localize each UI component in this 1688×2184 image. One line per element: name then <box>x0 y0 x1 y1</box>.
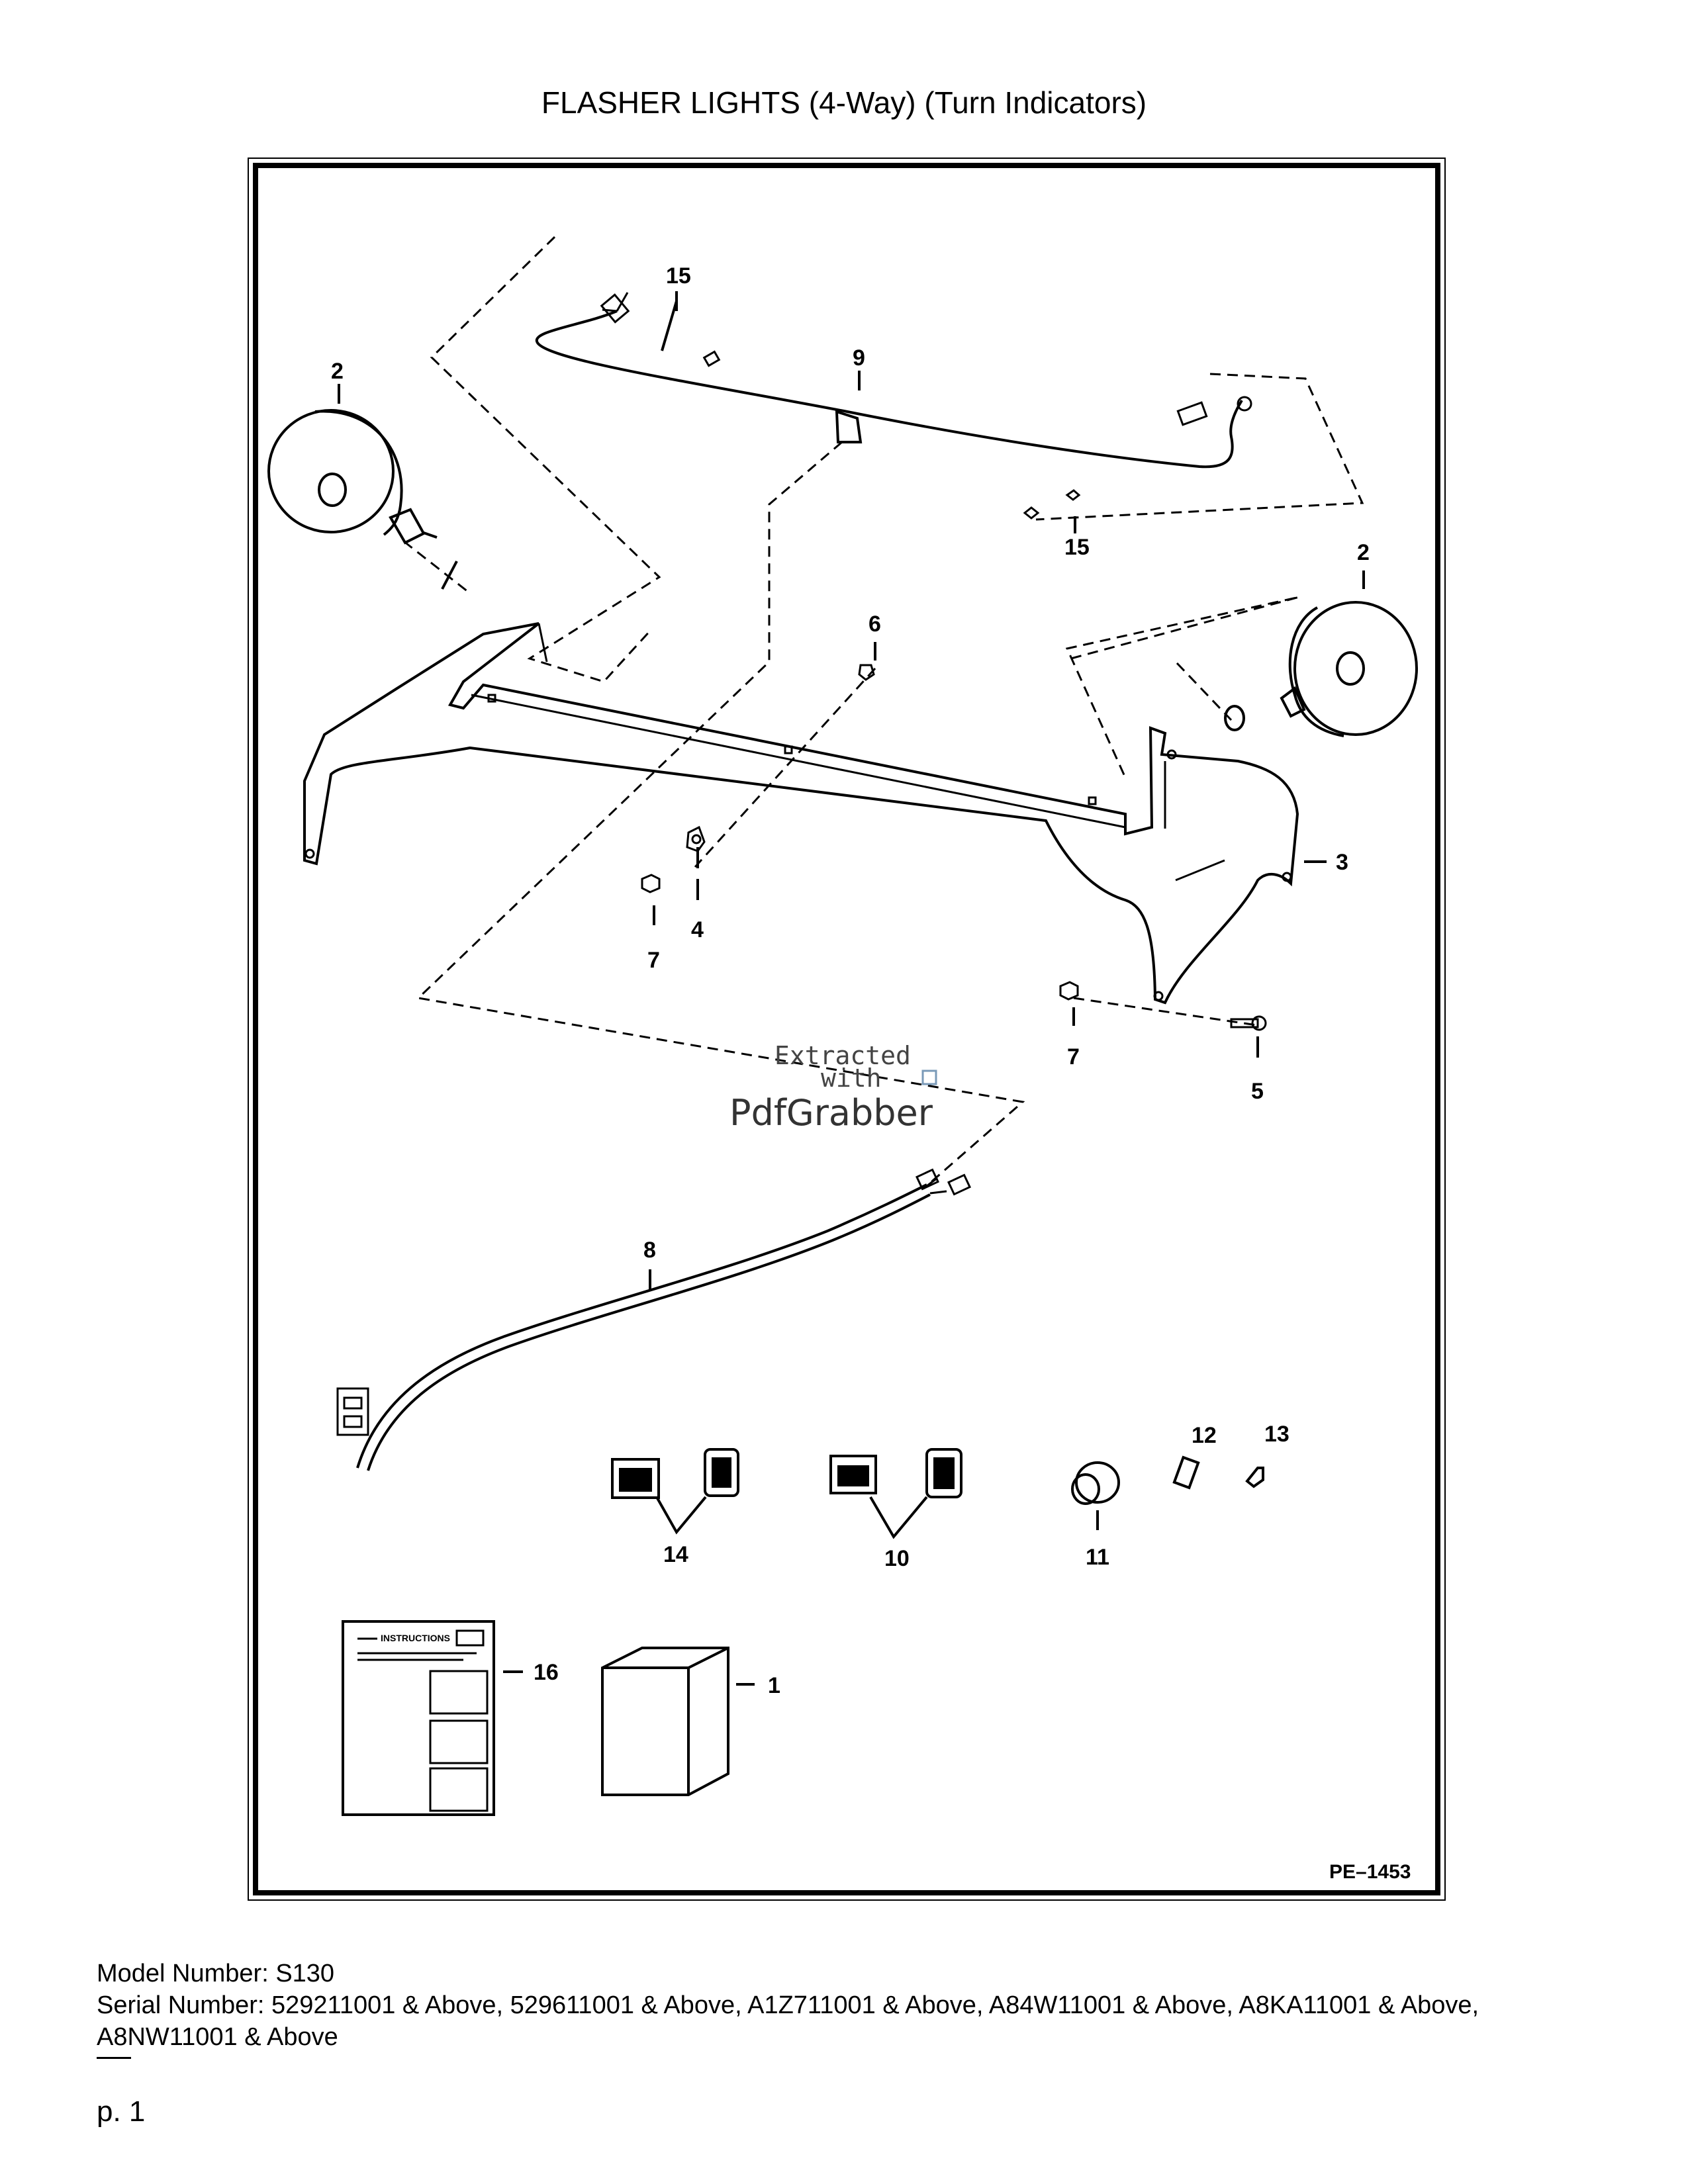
page-title: FLASHER LIGHTS (4-Way) (Turn Indicators) <box>541 85 1147 120</box>
page-number: p. 1 <box>97 2095 146 2128</box>
diagram-frame-outer <box>248 158 1446 1901</box>
mounting-bracket <box>303 622 1299 1005</box>
lower-wiring-harness <box>336 1168 972 1471</box>
callout-13: 13 <box>1264 1422 1289 1447</box>
flasher-lamp-left <box>267 409 458 590</box>
hardware-parts <box>641 664 1267 1031</box>
callout-5: 5 <box>1251 1079 1264 1104</box>
callout-7-left: 7 <box>647 948 660 973</box>
model-info: Model Number: S130 Serial Number: 529211… <box>97 1958 1586 2053</box>
kit-box <box>601 1647 755 1796</box>
callout-12: 12 <box>1192 1423 1217 1448</box>
callout-16: 16 <box>534 1660 559 1685</box>
page-rule <box>97 2057 131 2059</box>
rocker-switches-14 <box>611 1448 739 1535</box>
callout-8: 8 <box>643 1238 656 1263</box>
instructions-sheet: INSTRUCTIONS <box>342 1620 523 1816</box>
watermark-line2: with <box>821 1064 882 1093</box>
watermark-brand: PdfGrabber <box>729 1092 933 1134</box>
watermark: Extracted with PdfGrabber <box>729 1041 937 1134</box>
rocker-switches-10 <box>829 1448 962 1539</box>
diagram-frame <box>253 163 1440 1895</box>
top-wiring-harness <box>535 292 1252 520</box>
small-parts <box>1071 1455 1264 1505</box>
watermark-line1: Extracted <box>774 1041 911 1070</box>
callout-3: 3 <box>1336 850 1348 875</box>
callout-leaders <box>338 291 1365 1530</box>
callout-labels: 15 2 9 15 2 6 3 4 7 7 5 8 12 13 14 10 11… <box>331 263 1370 1698</box>
model-number: Model Number: S130 <box>97 1960 335 1987</box>
callout-15-top: 15 <box>666 263 691 289</box>
callout-14: 14 <box>663 1542 688 1567</box>
callout-9: 9 <box>853 345 865 371</box>
dashed-guides <box>403 236 1364 1186</box>
serial-numbers: Serial Number: 529211001 & Above, 529611… <box>97 1991 1479 2051</box>
callout-6: 6 <box>868 612 881 637</box>
instructions-label: INSTRUCTIONS <box>381 1633 450 1643</box>
callout-7-right: 7 <box>1067 1044 1080 1069</box>
watermark-icon <box>921 1069 937 1085</box>
callout-2-right: 2 <box>1357 540 1370 565</box>
drawing-code: PE–1453 <box>1329 1861 1411 1883</box>
callout-2-left: 2 <box>331 359 344 384</box>
callout-4: 4 <box>691 917 704 942</box>
flasher-lamp-right <box>1224 601 1418 737</box>
callout-10: 10 <box>884 1546 910 1571</box>
callout-11: 11 <box>1086 1545 1109 1570</box>
callout-1: 1 <box>768 1673 780 1698</box>
callout-15-right: 15 <box>1064 535 1090 560</box>
